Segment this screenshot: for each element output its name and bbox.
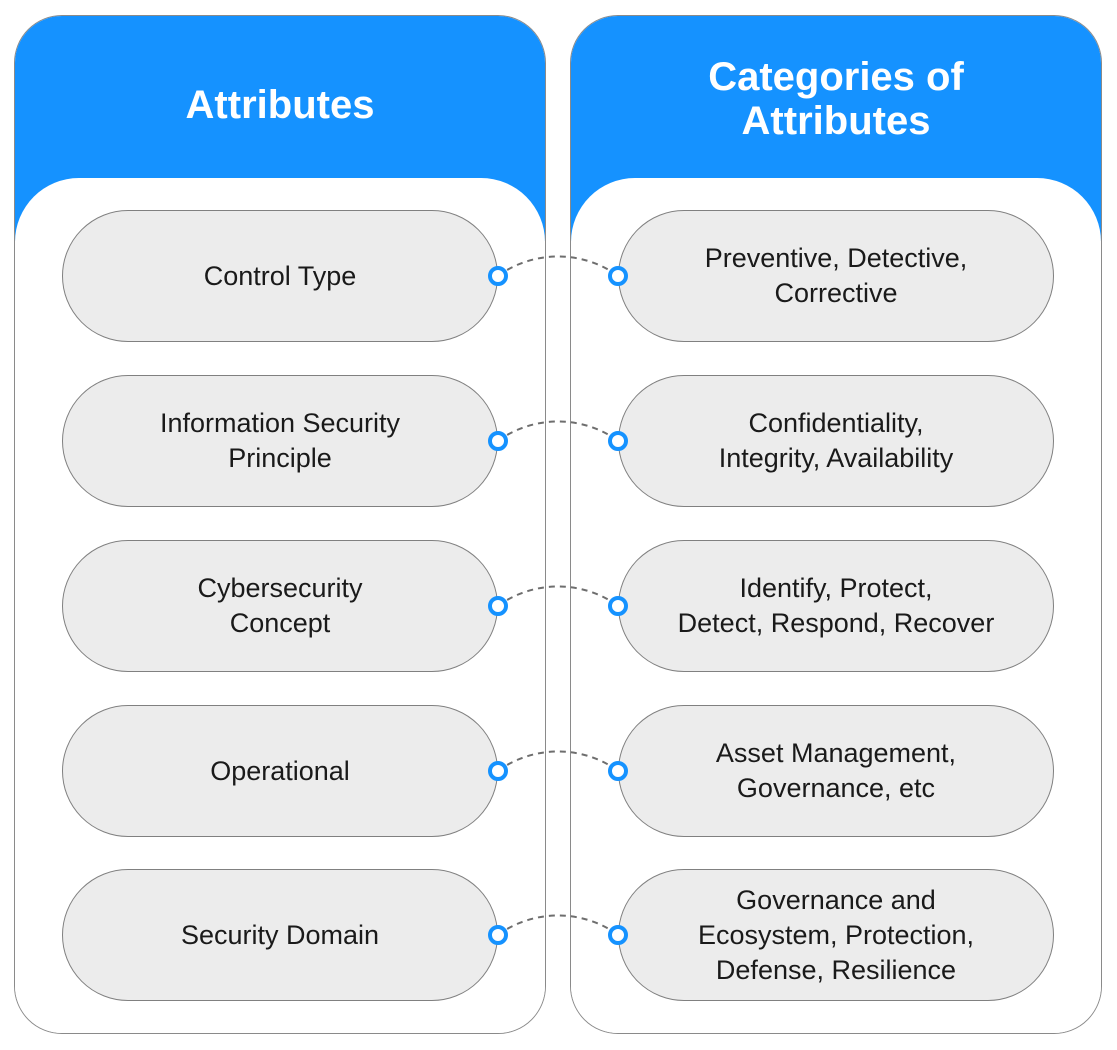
attribute-control-type: Control Type (62, 210, 498, 342)
attribute-cybersecurity-concept: Cybersecurity Concept (62, 540, 498, 672)
categories-title: Categories of Attributes (708, 55, 964, 143)
attribute-operational: Operational (62, 705, 498, 837)
attribute-security-domain: Security Domain (62, 869, 498, 1001)
attributes-title: Attributes (185, 83, 375, 127)
category-information-security-principle: Confidentiality, Integrity, Availability (618, 375, 1054, 507)
category-control-type: Preventive, Detective, Corrective (618, 210, 1054, 342)
category-cybersecurity-concept: Identify, Protect, Detect, Respond, Reco… (618, 540, 1054, 672)
attribute-information-security-principle: Information Security Principle (62, 375, 498, 507)
category-operational: Asset Management, Governance, etc (618, 705, 1054, 837)
category-security-domain: Governance and Ecosystem, Protection, De… (618, 869, 1054, 1001)
